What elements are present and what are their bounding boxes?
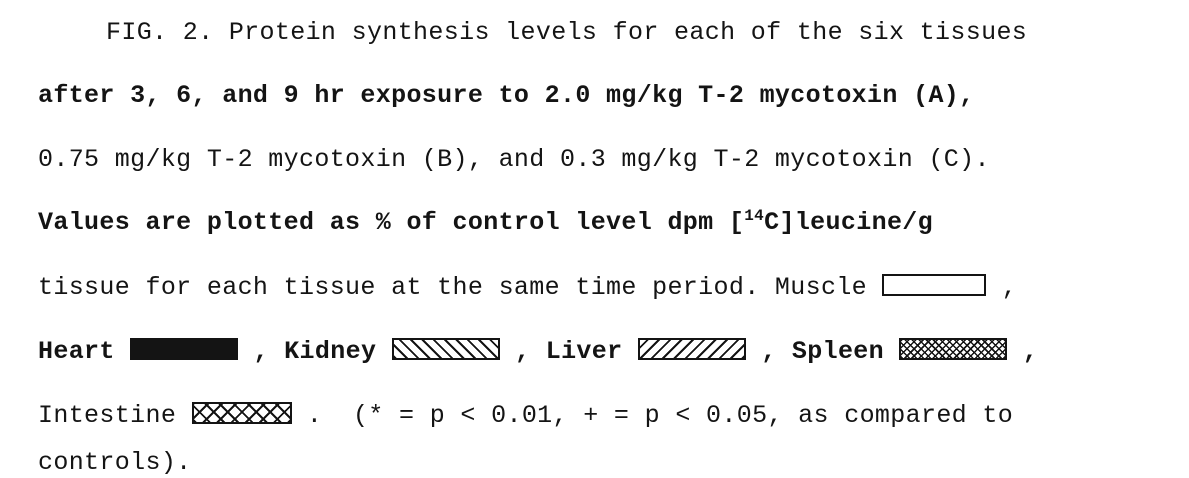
caption-line-3: 0.75 mg/kg T-2 mycotoxin (B), and 0.3 mg… [38,145,990,174]
caption-line-4-tail: C]leucine/g [764,208,934,237]
spleen-label: , Spleen [745,337,900,366]
caption-line-4: Values are plotted as % of control level… [38,208,1168,238]
liver-legend-swatch [637,338,746,360]
caption-line-5-sep: , [986,273,1018,302]
heart-legend-swatch [130,338,239,360]
liver-label: , Liver [499,337,638,366]
significance-note: . (* = p < 0.01, + = p < 0.05, as compar… [291,401,1014,430]
intestine-legend-swatch [191,402,292,424]
kidney-legend-swatch [391,338,500,360]
caption-line-8: controls). [38,448,192,477]
caption-line-2: after 3, 6, and 9 hr exposure to 2.0 mg/… [38,81,975,110]
spleen-legend-swatch [899,338,1008,360]
caption-line-4-text: Values are plotted as % of control level… [38,208,745,237]
isotope-superscript: 14 [744,207,765,225]
caption-line-6-end: , [1007,337,1039,366]
caption-line-1: FIG. 2. Protein synthesis levels for eac… [106,18,1028,47]
caption-line-7: Intestine . (* = p < 0.01, + = p < 0.05,… [38,401,1168,431]
intestine-label: Intestine [38,401,192,430]
caption-line-6: Heart , Kidney , Liver , Spleen , [38,337,1168,367]
caption-line-5-text: tissue for each tissue at the same time … [38,273,883,302]
heart-label: Heart [38,337,131,366]
caption-line-5: tissue for each tissue at the same time … [38,273,1168,303]
kidney-label: , Kidney [238,337,392,366]
muscle-legend-swatch [882,274,987,296]
